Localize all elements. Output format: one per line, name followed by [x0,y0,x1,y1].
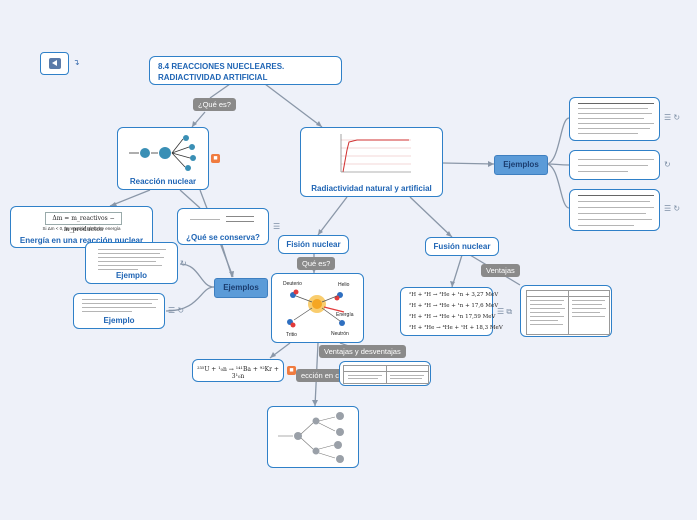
ejemplo-node-1[interactable]: Ejemplo [85,242,178,284]
fusion-nuclear-label: Fusión nuclear [433,242,491,251]
fision-image-node[interactable]: Deuterio Helio Energía Tritio Neutrón [271,273,364,343]
chain-reaction-image [278,412,344,463]
note-icon[interactable]: ☰ ↻ [168,306,185,315]
map-title[interactable]: 8.4 REACCIONES NUECLEARES. RADIACTIVIDAD… [149,56,342,85]
reaccion-nuclear-node[interactable]: Reacción nuclear [117,127,209,190]
fusion-formulas-node[interactable]: ²H + ²H → ³He + ¹n + 3,27 MeV ²H + ³H → … [400,287,503,336]
ejemplo-right-text-image-2 [578,159,654,173]
note-icon[interactable]: ☰ ⧉ [497,307,513,316]
ejemplo-right-text-image-1 [578,103,654,137]
note-icon[interactable]: ☰ ↻ [664,204,681,213]
fision-nuclear-label: Fisión nuclear [286,240,341,249]
ejemplo-right-1[interactable] [569,97,660,141]
ventajas-table-image [526,290,610,335]
tag-que-es[interactable]: ¿Qué es? [193,98,236,111]
fision-equation-node[interactable]: ²³⁵U + ¹₀n → ¹⁴¹Ba + ⁹²Kr + 3¹₀n [192,359,284,382]
ejemplo-text-image-1 [98,249,166,271]
delta-m-note: Si Δm < 0, la reacción absorbe energía [42,226,121,231]
ventajas-table-node[interactable] [520,285,612,337]
reaccion-nuclear-label: Reacción nuclear [129,177,197,186]
que-se-conserva-node[interactable]: ¿Qué se conserva? [177,208,269,245]
conserva-formula-image [190,216,258,224]
label-energia: Energía [336,312,354,318]
tag-que-es-fision[interactable]: Qué es? [297,257,336,270]
radiactividad-label: Radiactividad natural y artificial [311,184,432,193]
energia-label: Energía en una reacción nuclear [19,236,144,245]
note-icon[interactable]: ☰ ↻ [664,113,681,122]
que-se-conserva-label: ¿Qué se conserva? [186,233,260,242]
label-tritio: Tritio [286,332,297,338]
energia-node[interactable]: Δm = m_reactivos − m_productos Si Δm < 0… [10,206,153,248]
ejemplo-node-2[interactable]: Ejemplo [73,293,165,329]
ejemplo-right-2[interactable] [569,150,660,180]
tag-ventajas[interactable]: Ventajas [481,264,520,277]
back-button[interactable] [40,52,69,75]
back-arrow-icon [49,58,61,69]
fusion-line-3: ²H + ³H → ⁴He + ¹n 17,59 MeV [409,314,496,320]
radiactividad-node[interactable]: Radiactividad natural y artificial [300,127,443,197]
ejemplo-label-1: Ejemplo [115,271,148,280]
chain-reaction-node[interactable] [267,406,359,468]
tag-ventajas-desventajas[interactable]: Ventajas y desventajas [319,345,406,358]
ventajas-desventajas-table-node[interactable] [339,361,431,386]
tag-ejemplos-left[interactable]: Ejemplos [214,278,268,298]
link-icon[interactable]: ↻ [180,259,187,268]
reaction-diagram-image [129,135,196,171]
tag-reaccion-cadena[interactable]: ección en cad [296,369,353,382]
fusion-line-1: ²H + ²H → ³He + ¹n + 3,27 MeV [409,292,499,298]
delta-m-formula: Δm = m_reactivos − m_productos [45,212,122,233]
table-image [343,365,429,384]
ejemplo-text-image-2 [82,299,158,313]
fusion-nuclear-node[interactable]: Fusión nuclear [425,237,499,256]
ejemplo-right-text-image-3 [578,195,654,227]
attachment-icon[interactable]: ■ [211,154,220,163]
label-deuterio: Deuterio [283,281,302,287]
tag-ejemplos-right[interactable]: Ejemplos [494,155,548,175]
fusion-diagram-image [287,289,345,328]
fusion-line-4: ²H + ³He → ⁴He + ¹H + 18,3 MeV [409,325,503,331]
fision-nuclear-node[interactable]: Fisión nuclear [278,235,349,254]
ejemplo-label-2: Ejemplo [103,316,135,325]
fision-equation: ²³⁵U + ¹₀n → ¹⁴¹Ba + ⁹²Kr + 3¹₀n [197,366,279,380]
label-neutron: Neutrón [331,331,349,337]
attachment-icon[interactable]: ■ [287,366,296,375]
fusion-line-2: ²H + ³H → ⁴He + ¹n + 17,6 MeV [409,303,499,309]
note-icon[interactable]: ☰ [273,222,281,231]
label-helio: Helio [338,282,350,288]
link-icon[interactable]: ↻ [664,160,671,169]
radiactividad-chart-image [333,132,413,174]
ejemplo-right-3[interactable] [569,189,660,231]
link-icon[interactable]: ↴ [73,58,80,67]
